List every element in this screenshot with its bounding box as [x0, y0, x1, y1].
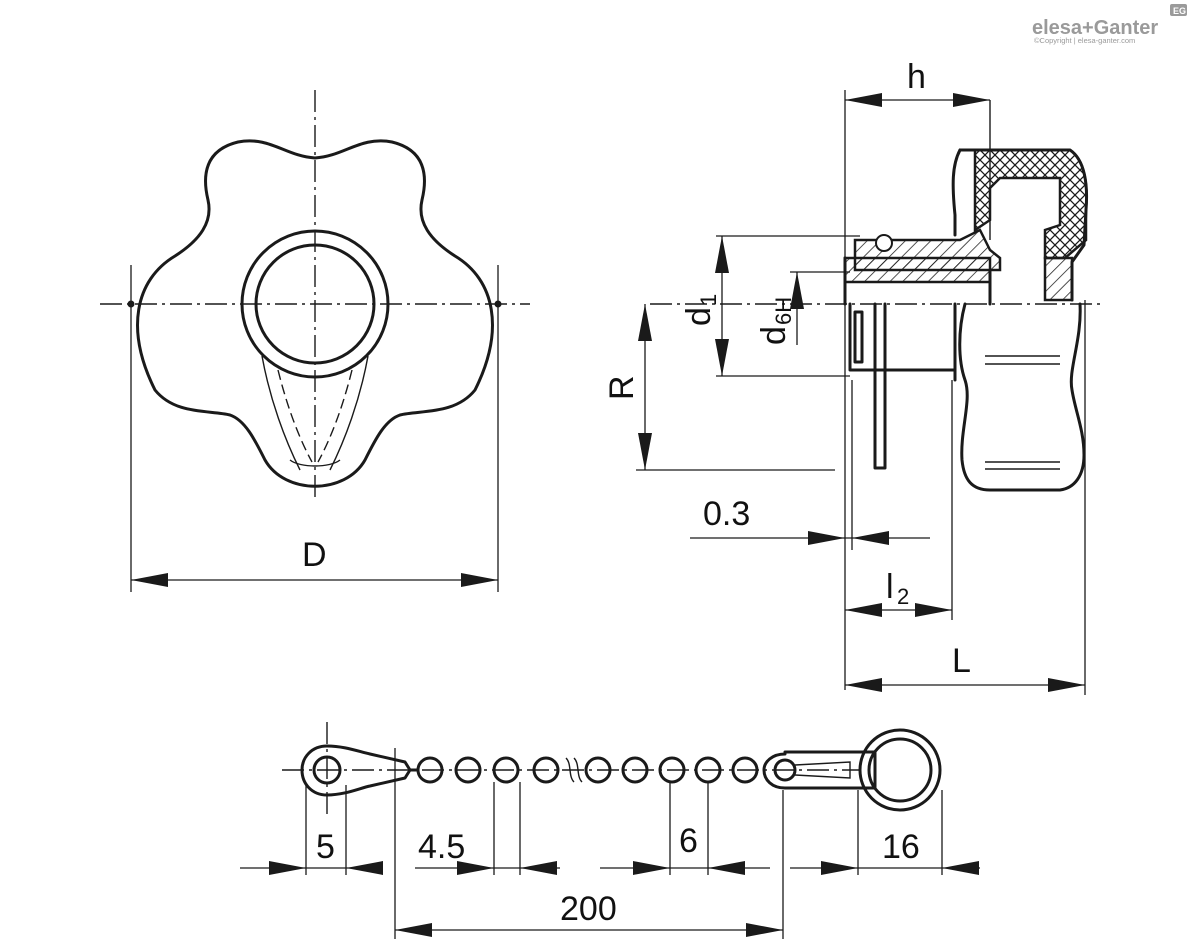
d-label: D [302, 536, 327, 574]
gap-arrow-left [808, 531, 845, 545]
groove-bottom [289, 459, 341, 467]
dim5-arrow-right [346, 861, 383, 875]
pin-outline [873, 302, 887, 470]
brand-copyright: ©Copyright | elesa-ganter.com [1034, 36, 1135, 45]
d6h-arrow-top [790, 272, 804, 309]
knob-lower-outline [958, 302, 1086, 492]
dim5-label: 5 [316, 828, 335, 866]
d-tangent-point-left [127, 300, 135, 308]
brand-logo: elesa+Ganter EG ©Copyright | elesa-gante… [1032, 4, 1187, 45]
ball [731, 756, 759, 784]
d1-arrow-top [715, 236, 729, 273]
clasp-slot [794, 761, 851, 779]
dim6-arrow-left [633, 861, 670, 875]
l2-arrow-right [915, 603, 952, 617]
star-knob-outline [136, 139, 494, 488]
side-view: h d 1 d 6H R 0.3 [603, 58, 1100, 695]
chain-view: 5 4.5 6 16 200 [240, 722, 980, 939]
d6h-label: d [755, 326, 793, 345]
d1-label: d [680, 307, 718, 326]
r-arrow-bottom [638, 433, 652, 470]
dim200-arrow-left [395, 923, 432, 937]
r-label: R [603, 375, 641, 400]
dim6-arrow-right [708, 861, 745, 875]
groove-hidden-left [277, 369, 313, 463]
split-ring-outer [858, 728, 942, 812]
knob-hub-section [1043, 256, 1074, 302]
hub-inner-circle [254, 243, 376, 365]
groove-line-left [261, 355, 301, 471]
gap-label: 0.3 [703, 495, 750, 533]
pin-head [853, 310, 864, 364]
eyelet-lug [300, 744, 412, 797]
d6h-subscript: 6H [771, 297, 796, 325]
chain-break-mark [565, 757, 583, 783]
dim200-label: 200 [560, 890, 617, 928]
ball [492, 756, 520, 784]
o-ring [875, 234, 893, 252]
bushing-section [843, 256, 992, 284]
dim6-label: 6 [679, 822, 698, 860]
l-arrow-right [1048, 678, 1085, 692]
clasp-hole [773, 758, 797, 782]
front-view: D [100, 90, 530, 592]
gap-arrow-right [852, 531, 889, 545]
knob-upper-left-outline [951, 148, 962, 237]
chain-clasp [762, 750, 877, 790]
l2-subscript: 2 [897, 584, 909, 609]
d-arrow-right [461, 573, 498, 587]
dim16-arrow-right [942, 861, 979, 875]
hub-outer-circle [240, 229, 390, 379]
dim16-arrow-left [821, 861, 858, 875]
groove-line-right [329, 355, 369, 471]
split-ring-inner [867, 737, 933, 803]
ball [532, 756, 560, 784]
dim45-arrow-left [457, 861, 494, 875]
ball [454, 756, 482, 784]
d1-subscript: 1 [696, 294, 721, 306]
ball [658, 756, 686, 784]
brand-badge: EG [1173, 6, 1186, 16]
h-label: h [907, 58, 926, 96]
d6h-label-group: d 6H [755, 297, 796, 345]
l2-label: l [886, 568, 894, 606]
dim16-label: 16 [882, 828, 920, 866]
h-arrow-left [845, 93, 882, 107]
r-arrow-top [638, 304, 652, 341]
knob-upper-outline [958, 148, 1089, 302]
ball-chain [408, 756, 759, 784]
l2-arrow-left [845, 603, 882, 617]
l-arrow-left [845, 678, 882, 692]
eyelet-hole [312, 755, 342, 785]
brand-name: elesa+Ganter [1032, 17, 1158, 39]
groove-hidden-right [317, 369, 353, 463]
shaft-lower-outline [848, 302, 957, 372]
dim45-arrow-right [520, 861, 557, 875]
ball [621, 756, 649, 784]
d1-label-group: d 1 [680, 294, 721, 326]
dim5-arrow-left [269, 861, 306, 875]
d1-arrow-bottom [715, 339, 729, 376]
brand-badge-box [1170, 4, 1187, 16]
dim200-arrow-right [746, 923, 783, 937]
h-arrow-right [953, 93, 990, 107]
d-arrow-left [131, 573, 168, 587]
l-label: L [952, 642, 971, 680]
ball [584, 756, 612, 784]
dim45-label: 4.5 [418, 828, 465, 866]
d-tangent-point-right [494, 300, 502, 308]
